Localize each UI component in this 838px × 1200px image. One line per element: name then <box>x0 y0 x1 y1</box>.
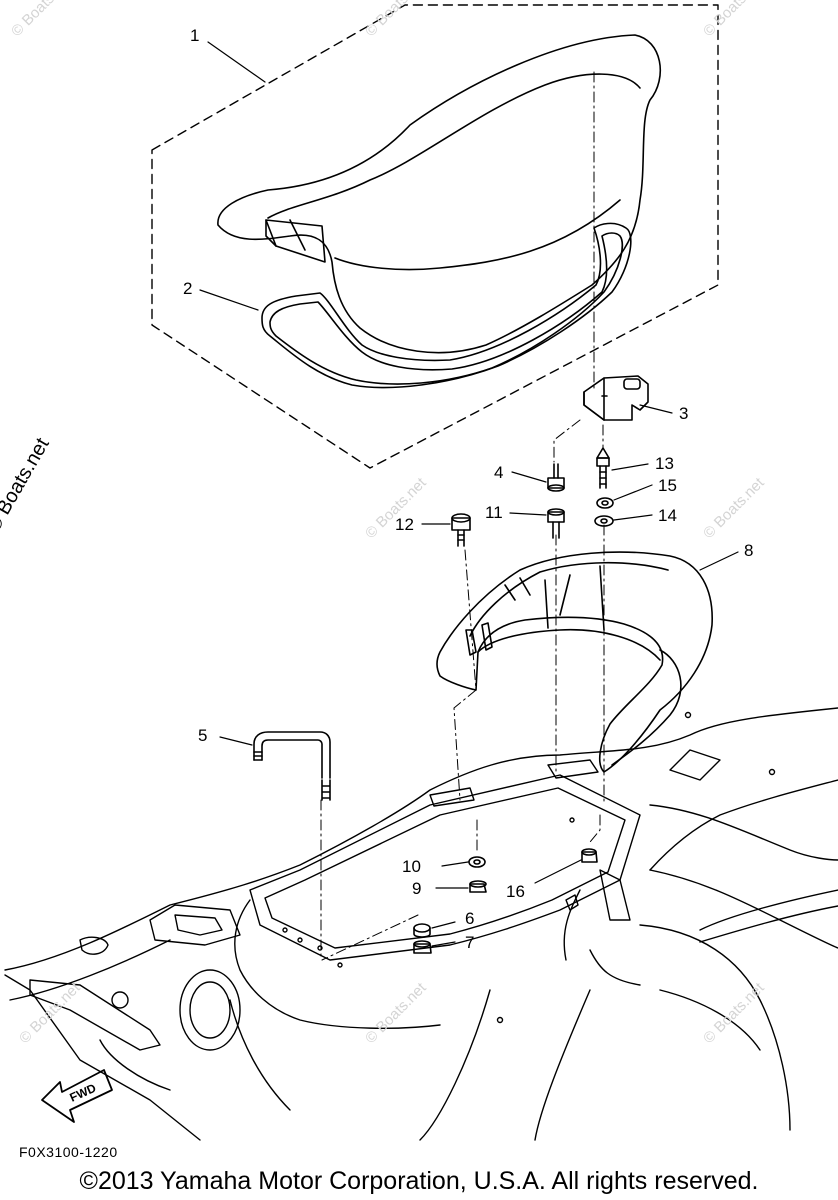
bracket-rod <box>253 731 331 801</box>
callout-7: 7 <box>465 933 475 952</box>
seat-hook-bolt <box>596 447 610 489</box>
callout-15: 15 <box>658 476 677 495</box>
hull-deck <box>4 707 838 1141</box>
seat-gasket <box>261 222 632 389</box>
callout-9: 9 <box>412 879 422 898</box>
callout-8: 8 <box>744 541 754 560</box>
callout-12: 12 <box>395 515 414 534</box>
callout-5: 5 <box>198 726 208 745</box>
seat-cushion <box>217 34 662 354</box>
nut-10 <box>468 856 486 868</box>
callout-1: 1 <box>190 26 200 45</box>
rear-grab-handle <box>436 551 713 773</box>
washer-6 <box>413 923 431 938</box>
copyright-notice: ©2013 Yamaha Motor Corporation, U.S.A. A… <box>79 1167 759 1195</box>
lock-washer <box>594 515 614 527</box>
drawing-code: F0X3100-1220 <box>19 1144 118 1160</box>
seat-lock-bracket <box>583 375 649 421</box>
callout-10: 10 <box>402 857 421 876</box>
callout-13: 13 <box>655 454 674 473</box>
callout-6: 6 <box>465 909 475 928</box>
forward-arrow-label: FWD <box>68 1081 99 1105</box>
washer <box>596 497 614 509</box>
seat-assembly-boundary <box>151 4 719 469</box>
assembly-centerlines <box>320 71 605 961</box>
nut-16 <box>581 848 598 863</box>
callout-4: 4 <box>494 463 504 482</box>
forward-arrow-icon <box>41 1069 113 1123</box>
bolt-12 <box>451 513 471 547</box>
callout-leaders <box>199 41 739 947</box>
bolt-11 <box>547 508 565 539</box>
callout-16: 16 <box>506 882 525 901</box>
callout-3: 3 <box>679 404 689 423</box>
bolt-4 <box>547 463 565 492</box>
callout-11: 11 <box>485 503 503 522</box>
callout-14: 14 <box>658 506 677 525</box>
callout-2: 2 <box>183 279 193 298</box>
nut-9 <box>469 880 487 893</box>
